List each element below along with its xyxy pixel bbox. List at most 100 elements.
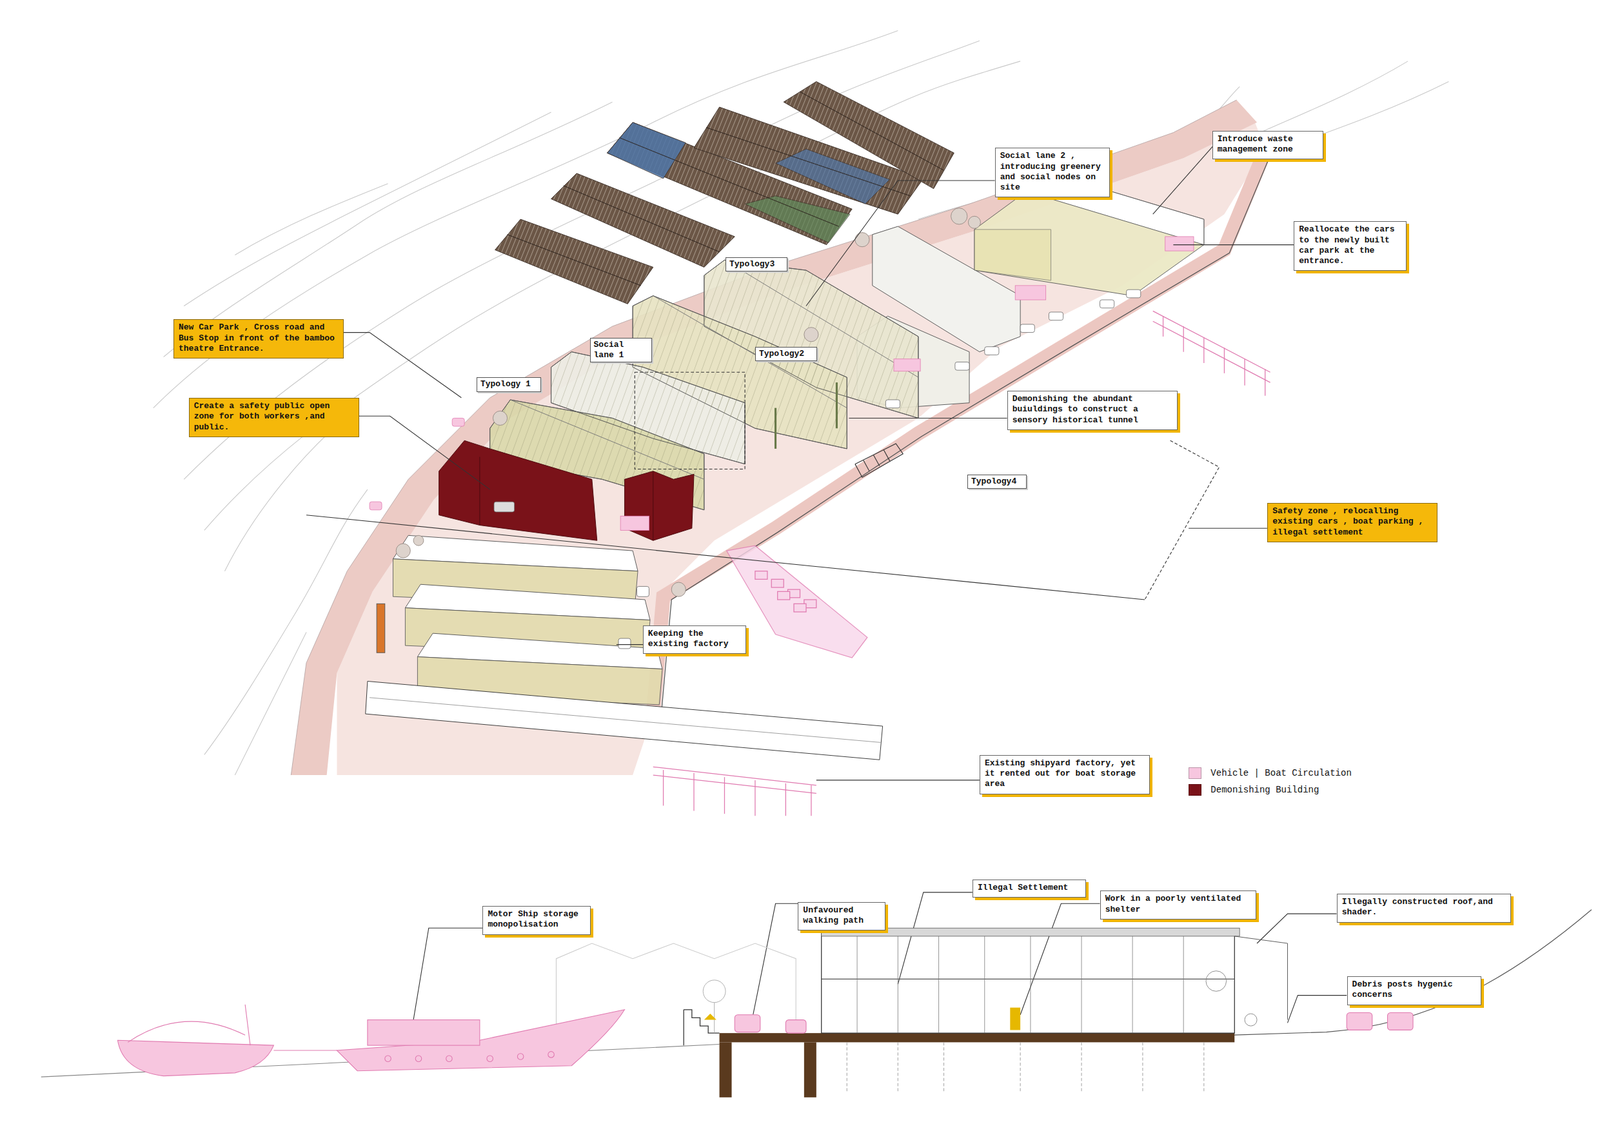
site-section	[1009, 1007, 1021, 1031]
vehicles	[1126, 289, 1141, 298]
callout-box: Illegally constructed roof,and shader.	[1336, 893, 1512, 923]
site-ground	[290, 99, 1257, 776]
site-section	[1132, 936, 1134, 1034]
callout-box: Keeping the existing factory	[642, 625, 747, 655]
site-section	[821, 933, 1235, 1034]
callout-text: Keeping the existing factory	[648, 628, 741, 651]
site-section	[385, 1055, 391, 1062]
site-section	[117, 1040, 274, 1076]
demolished-buildings	[479, 457, 480, 526]
legend: Vehicle | Boat CirculationDemonishing Bu…	[1188, 767, 1352, 801]
leader-lines	[353, 415, 491, 490]
leader-lines	[897, 892, 972, 985]
site-section	[446, 1055, 453, 1062]
site-section	[734, 1015, 761, 1033]
boats-and-piers	[726, 545, 868, 658]
glass-buildings	[490, 173, 1205, 511]
legend-row: Demonishing Building	[1188, 784, 1352, 796]
site-section	[719, 1042, 732, 1097]
site-section	[683, 1009, 685, 1046]
stairs	[855, 443, 903, 478]
glass-buildings	[974, 229, 1052, 281]
trees	[967, 216, 981, 229]
boats-and-piers	[793, 603, 807, 613]
site-section	[1020, 1042, 1021, 1092]
leader-lines	[306, 145, 1347, 1039]
site-section	[804, 1042, 817, 1097]
site-section	[821, 978, 1235, 980]
site-section	[897, 1042, 899, 1092]
leader-lines	[306, 515, 1145, 600]
callout-text: New Car Park , Cross road and Bus Stop i…	[178, 322, 339, 355]
site-section	[1081, 936, 1083, 1034]
factory-sheds	[365, 681, 883, 761]
contour-lines	[153, 30, 899, 408]
vehicles	[636, 586, 649, 597]
glass-buildings	[653, 296, 848, 409]
typology-tag: Typology2	[755, 346, 818, 362]
leader-lines	[1256, 913, 1337, 944]
legend-text: Demonishing Building	[1210, 784, 1319, 796]
site-section	[517, 1053, 524, 1060]
callout-text: Social lane 1	[593, 339, 649, 362]
glass-buildings	[551, 352, 746, 465]
boats-and-piers	[724, 777, 725, 814]
callout-text: Typology4	[971, 476, 1023, 487]
site-section	[548, 1051, 554, 1058]
trees	[671, 582, 686, 597]
demolished-buildings	[652, 471, 654, 542]
vehicles	[1165, 236, 1194, 251]
boats-and-piers	[777, 591, 791, 600]
stairs	[863, 459, 870, 471]
glass-buildings	[835, 382, 838, 429]
leader-lines	[336, 332, 462, 398]
vehicles	[618, 638, 631, 649]
callout-box: Demonishing the abundant buiuldings to c…	[1007, 390, 1178, 431]
site-section	[897, 936, 899, 1034]
callout-box: Introduce waste management zone	[1212, 130, 1324, 160]
leader-lines	[1020, 903, 1100, 1015]
callout-text: Create a safety public open zone for bot…	[194, 401, 355, 433]
callout-text: Reallocate the cars to the newly built c…	[1298, 224, 1402, 267]
vehicles	[369, 236, 1194, 649]
vehicles	[620, 515, 649, 531]
site-section	[1387, 1013, 1414, 1031]
callout-text: Work in a poorly ventilated shelter	[1105, 893, 1252, 916]
leader-lines	[816, 779, 980, 781]
dashed-frames	[1144, 440, 1219, 600]
site-section	[1183, 936, 1185, 1034]
legend-text: Vehicle | Boat Circulation	[1210, 768, 1352, 779]
callout-text: Existing shipyard factory, yet it rented…	[984, 758, 1145, 791]
callout-box: Unfavoured walking path	[797, 902, 886, 932]
highlight-callout-box: Safety zone , relocalling existing cars …	[1267, 503, 1438, 543]
callout-text: Typology2	[759, 348, 814, 360]
factory-sheds	[365, 535, 883, 760]
boats-and-piers	[810, 785, 812, 816]
leader-lines	[806, 180, 996, 307]
legend-swatch	[1188, 784, 1202, 796]
callout-box: Illegal Settlement	[972, 879, 1087, 898]
site-section	[1234, 936, 1288, 1021]
vehicles	[1048, 312, 1063, 321]
callout-text: Motor Ship storage monopolisation	[487, 909, 586, 931]
boats-and-piers	[653, 775, 817, 794]
site-section	[367, 1020, 480, 1047]
leader-lines	[753, 903, 799, 1015]
site-section	[1244, 1013, 1257, 1027]
boats-and-piers	[1153, 321, 1271, 383]
roof-sheds	[775, 148, 890, 204]
callout-text: Demonishing the abundant buiuldings to c…	[1012, 394, 1173, 426]
dashed-frames	[634, 372, 745, 469]
boats-and-piers	[1203, 337, 1205, 364]
site-section	[1080, 1042, 1082, 1092]
callout-box: Social lane 2 , introducing greenery and…	[995, 147, 1110, 198]
roof-sheds	[619, 138, 840, 228]
callout-text: Introduce waste management zone	[1217, 134, 1319, 156]
callout-text: Safety zone , relocalling existing cars …	[1272, 506, 1433, 538]
highlight-callout-box: New Car Park , Cross road and Bus Stop i…	[173, 319, 344, 359]
vehicles	[955, 361, 970, 371]
site-section	[846, 1042, 1205, 1092]
site-section	[1142, 1042, 1143, 1092]
demolished-buildings	[439, 440, 694, 541]
